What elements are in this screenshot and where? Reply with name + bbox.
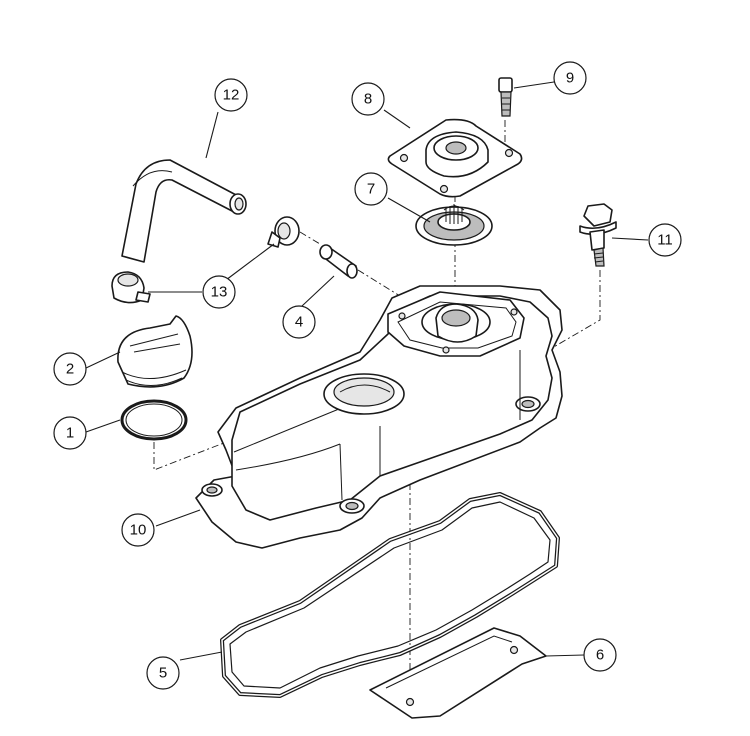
callout-label: 8 bbox=[364, 91, 372, 108]
callout-label: 11 bbox=[657, 232, 673, 249]
callout-label: 10 bbox=[130, 522, 147, 539]
callout-label: 5 bbox=[159, 665, 167, 682]
hose-part-12 bbox=[121, 159, 247, 263]
leader-lines bbox=[85, 81, 649, 661]
callout-6: 6 bbox=[583, 638, 617, 672]
callout-1: 1 bbox=[53, 416, 87, 450]
breather-fitting-part-4 bbox=[319, 244, 358, 279]
callout-8: 8 bbox=[351, 82, 385, 116]
valve-cover-part-10 bbox=[195, 285, 563, 549]
callout-9: 9 bbox=[553, 61, 587, 95]
callout-10: 10 bbox=[121, 513, 155, 547]
callout-7: 7 bbox=[354, 172, 388, 206]
callout-11: 11 bbox=[648, 223, 682, 257]
callout-label: 2 bbox=[66, 361, 74, 378]
filler-cap-part-2 bbox=[117, 315, 193, 388]
callout-2: 2 bbox=[53, 352, 87, 386]
screw-part-9 bbox=[498, 77, 513, 117]
bolt-part-11 bbox=[579, 203, 617, 267]
callout-label: 6 bbox=[596, 647, 604, 664]
hose-clamp-lower-part-13 bbox=[111, 271, 151, 304]
hose-clamp-upper-part-13 bbox=[267, 216, 300, 248]
callout-label: 7 bbox=[367, 181, 375, 198]
callout-label: 13 bbox=[211, 284, 228, 301]
callout-4: 4 bbox=[282, 305, 316, 339]
o-ring-part-1 bbox=[120, 399, 188, 441]
diaphragm-valve-part-7 bbox=[415, 204, 493, 246]
gasket-part-5 bbox=[220, 492, 560, 698]
breather-cover-part-8 bbox=[387, 118, 523, 198]
callout-label: 1 bbox=[66, 425, 74, 442]
plate-part-6 bbox=[369, 627, 547, 719]
callout-label: 12 bbox=[223, 87, 240, 104]
callout-label: 9 bbox=[566, 70, 574, 87]
callout-label: 4 bbox=[295, 314, 303, 331]
callout-12: 12 bbox=[214, 78, 248, 112]
callout-13: 13 bbox=[202, 275, 236, 309]
callout-5: 5 bbox=[146, 656, 180, 690]
